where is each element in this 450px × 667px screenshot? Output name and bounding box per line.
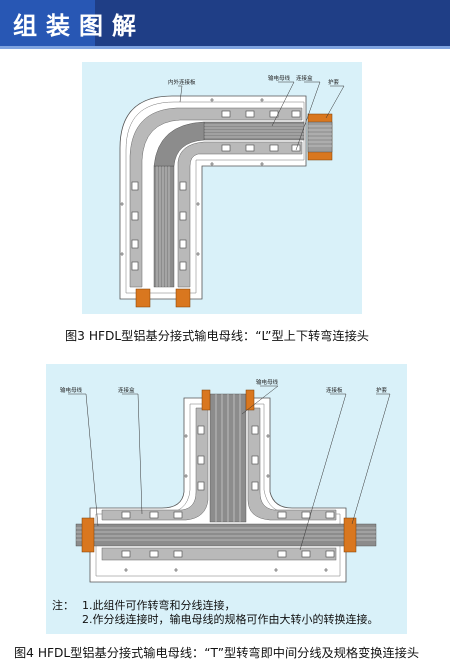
t-label-busbar-left: 输电母线 (60, 386, 83, 394)
note-line-1: 1.此组件可作转弯和分线连接， (82, 599, 236, 612)
t-screw-markers (124, 434, 328, 572)
l-outer-plate (129, 107, 303, 288)
note-label: 注： (52, 599, 74, 612)
t-left-plate (101, 407, 209, 521)
l-sleeve-bottom-left (135, 288, 151, 308)
t-sleeve-left (81, 517, 95, 553)
t-bottom-plate (101, 547, 337, 561)
t-label-sleeve: 护套 (376, 386, 388, 394)
label-busbar: 输电母线 (268, 74, 291, 82)
t-sleeve-top-right (245, 389, 255, 411)
figure4-caption: 图4 HFDL型铝基分接式输电母线：“T”型转弯即中间分线及规格变换连接头 (14, 646, 420, 660)
l-bend-busbar (153, 121, 205, 167)
t-bolts (121, 425, 335, 558)
label-inner-outer-plate: 内外连接板 (168, 78, 196, 86)
l-vertical-busbar (153, 165, 175, 288)
t-label-busbar-top: 输电母线 (256, 378, 279, 386)
section-header: 组装图解 (0, 0, 450, 46)
l-sleeve-bottom-right (175, 288, 191, 308)
header-divider (0, 46, 450, 49)
label-connector-box: 连接盒 (296, 74, 313, 82)
t-sleeve-top-left (201, 389, 211, 411)
figure4-diagram: 输电母线 连接盒 输电母线 连接板 护套 (46, 364, 407, 634)
l-bolts (131, 110, 301, 271)
l-leader-lines (178, 81, 345, 151)
label-sleeve: 护套 (328, 78, 340, 86)
t-leader-lines (68, 385, 391, 551)
figure3-caption: 图3 HFDL型铝基分接式输电母线：“L”型上下转弯连接头 (65, 329, 369, 343)
section-title: 组装图解 (13, 12, 145, 40)
header-accent-tab (0, 0, 95, 46)
l-housing-inner (125, 101, 305, 294)
l-screw-markers (120, 98, 264, 256)
l-connector-drawing: 内外连接板 输电母线 连接盒 护套 (119, 74, 345, 308)
t-label-connector-plate: 连接板 (326, 386, 343, 394)
note-line-2: 2.作分线连接时，输电母线的规格可作由大转小的转换连接。 (82, 613, 379, 626)
t-vertical-busbar (209, 393, 247, 523)
t-housing-inner (95, 403, 341, 577)
l-inner-plate (177, 141, 303, 288)
t-horizontal-busbar (75, 523, 377, 547)
t-label-connector-box: 连接盒 (118, 386, 135, 394)
t-connector-drawing: 输电母线 连接盒 输电母线 连接板 护套 (60, 378, 391, 583)
figure3-diagram: 内外连接板 输电母线 连接盒 护套 (82, 62, 362, 314)
t-sleeve-right (343, 517, 357, 553)
t-right-plate (247, 407, 337, 521)
l-horizontal-busbar (203, 121, 305, 141)
